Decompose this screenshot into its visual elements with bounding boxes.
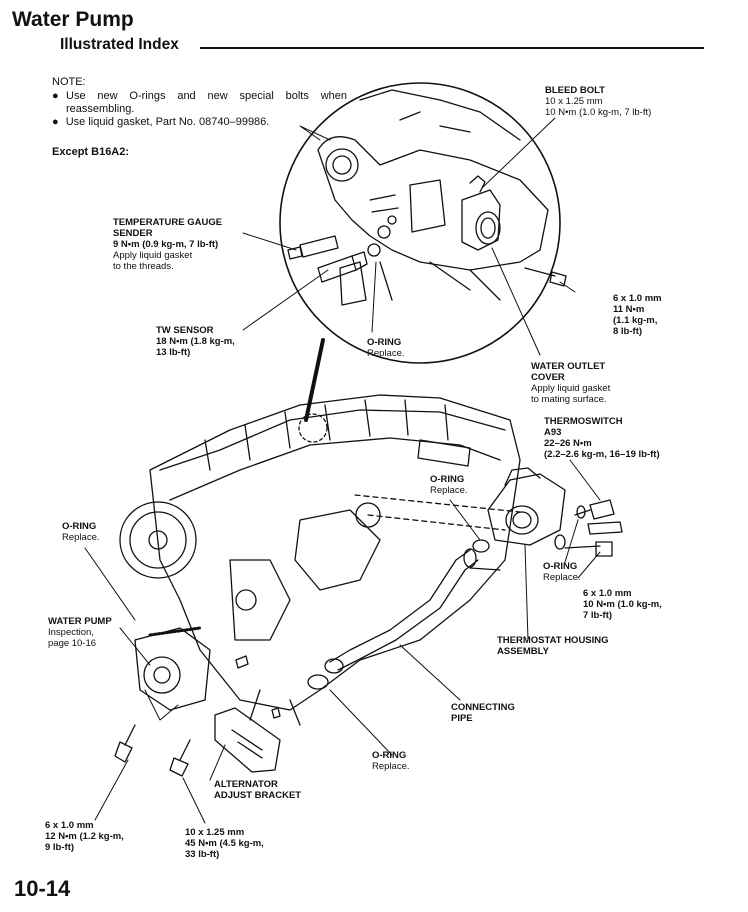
timing-pulley	[119, 501, 197, 579]
oring-mid-part	[472, 539, 490, 553]
connecting-pipe-part	[324, 548, 501, 674]
engine-detail-spot	[298, 413, 328, 443]
detail-water-outlet-cover	[461, 175, 501, 251]
leader-lines	[84, 117, 601, 824]
note-heading: NOTE:	[52, 76, 86, 88]
title-rule	[200, 47, 704, 49]
variant-label: Except B16A2:	[52, 146, 130, 158]
oring-bottom-part	[307, 674, 329, 690]
engine-block	[149, 394, 521, 726]
detail-head-casting	[317, 89, 549, 306]
detail-magnifier-circle	[279, 82, 561, 364]
page-subtitle: Illustrated Index	[60, 36, 179, 53]
alternator-bracket-part	[214, 707, 281, 773]
detail-bolt	[524, 267, 567, 287]
page-title: Water Pump	[12, 8, 134, 31]
note-bullet-text: Use new O-rings and new special bolts wh…	[66, 90, 347, 115]
thermoswitch-part	[554, 499, 623, 557]
note-bullet-1: ● Use new O-rings and new special bolts …	[52, 90, 347, 116]
thermostat-housing-part	[487, 467, 566, 546]
note-bullet-text: Use liquid gasket, Part No. 08740–99986.	[65, 116, 270, 128]
page-number: 10-14	[14, 876, 71, 901]
bullet-dot: ●	[52, 90, 59, 102]
magnifier-link	[304, 338, 325, 422]
detail-sensors	[287, 235, 381, 283]
bullet-dot: ●	[52, 116, 59, 128]
bottom-bolts	[114, 655, 281, 777]
water-pump-part	[134, 626, 211, 711]
note-bullet-2: ● Use liquid gasket, Part No. 08740–9998…	[52, 116, 269, 129]
